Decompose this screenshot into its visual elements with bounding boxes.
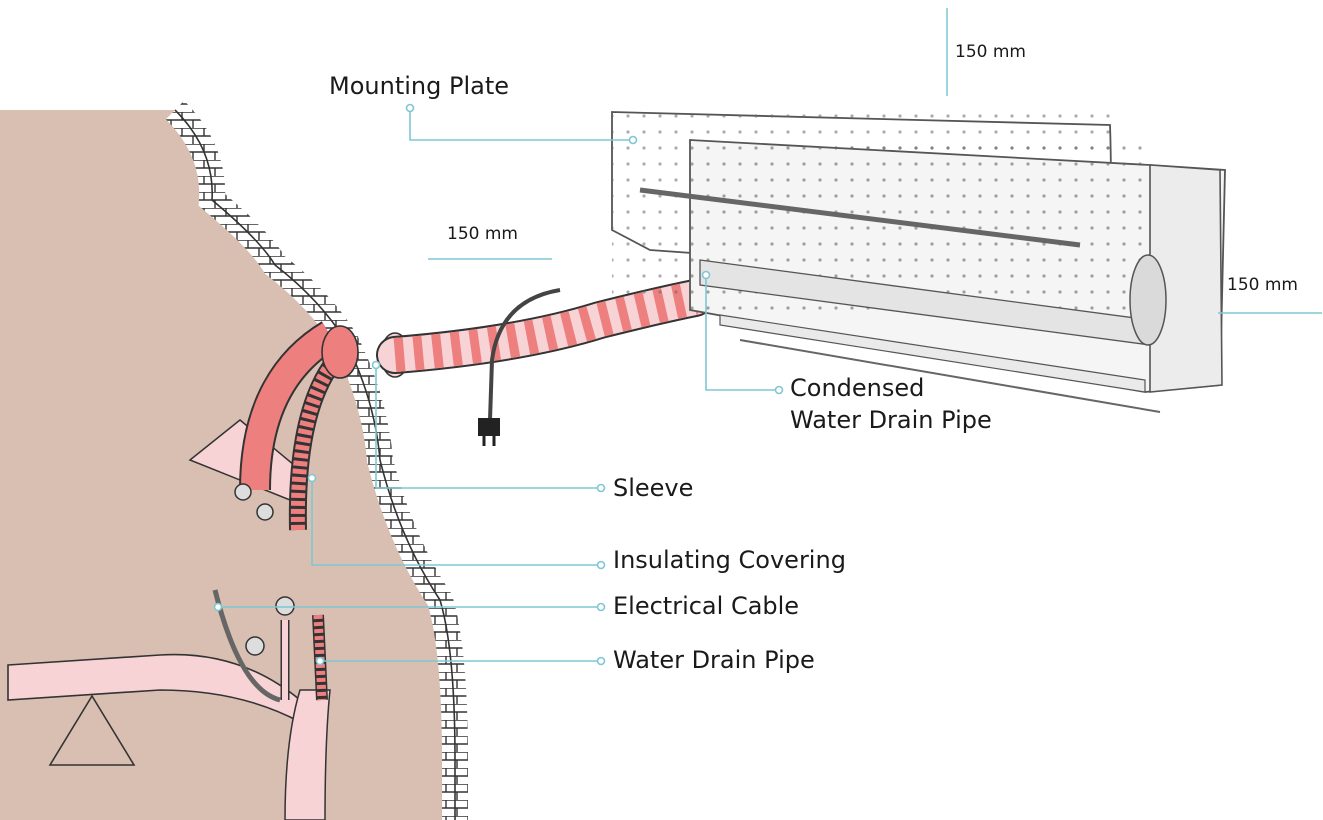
top-clearance-label: 150 mm [955, 42, 1026, 62]
mounting-plate-label: Mounting Plate [329, 72, 509, 100]
sleeve-ring [321, 325, 359, 379]
warning-triangle-icon [48, 694, 136, 766]
condensed-drain-label-line2: Water Drain Pipe [790, 406, 992, 434]
indoor-unit [611, 111, 1226, 413]
insulating-covering-label: Insulating Covering [613, 546, 846, 574]
mounting-plate-leader [409, 108, 633, 141]
water-drain-pipe-label: Water Drain Pipe [613, 646, 815, 674]
sleeve-assembly [188, 321, 410, 531]
flare-nut-icon [275, 596, 295, 616]
electrical-cable-line [212, 589, 281, 703]
right-clearance-label: 150 mm [1227, 275, 1298, 295]
plug-icon [478, 418, 500, 436]
flare-nut-icon [256, 503, 274, 521]
sleeve-label: Sleeve [613, 474, 694, 502]
left-clearance-label: 150 mm [447, 224, 518, 244]
flare-nut-icon [234, 483, 252, 501]
coiled-pipe [376, 279, 714, 374]
flare-nut-icon [245, 636, 265, 656]
callout-anchors [213, 103, 784, 666]
power-cord [488, 288, 561, 421]
condensed-drain-leader [705, 275, 779, 391]
plug-prongs-icon [482, 436, 496, 446]
condensed-drain-label-line1: Condensed [790, 374, 925, 402]
sleeve-leader [375, 365, 601, 489]
callout-leaders [218, 108, 779, 662]
electrical-cable-label: Electrical Cable [613, 592, 800, 620]
insulating-covering-leader [311, 478, 601, 566]
